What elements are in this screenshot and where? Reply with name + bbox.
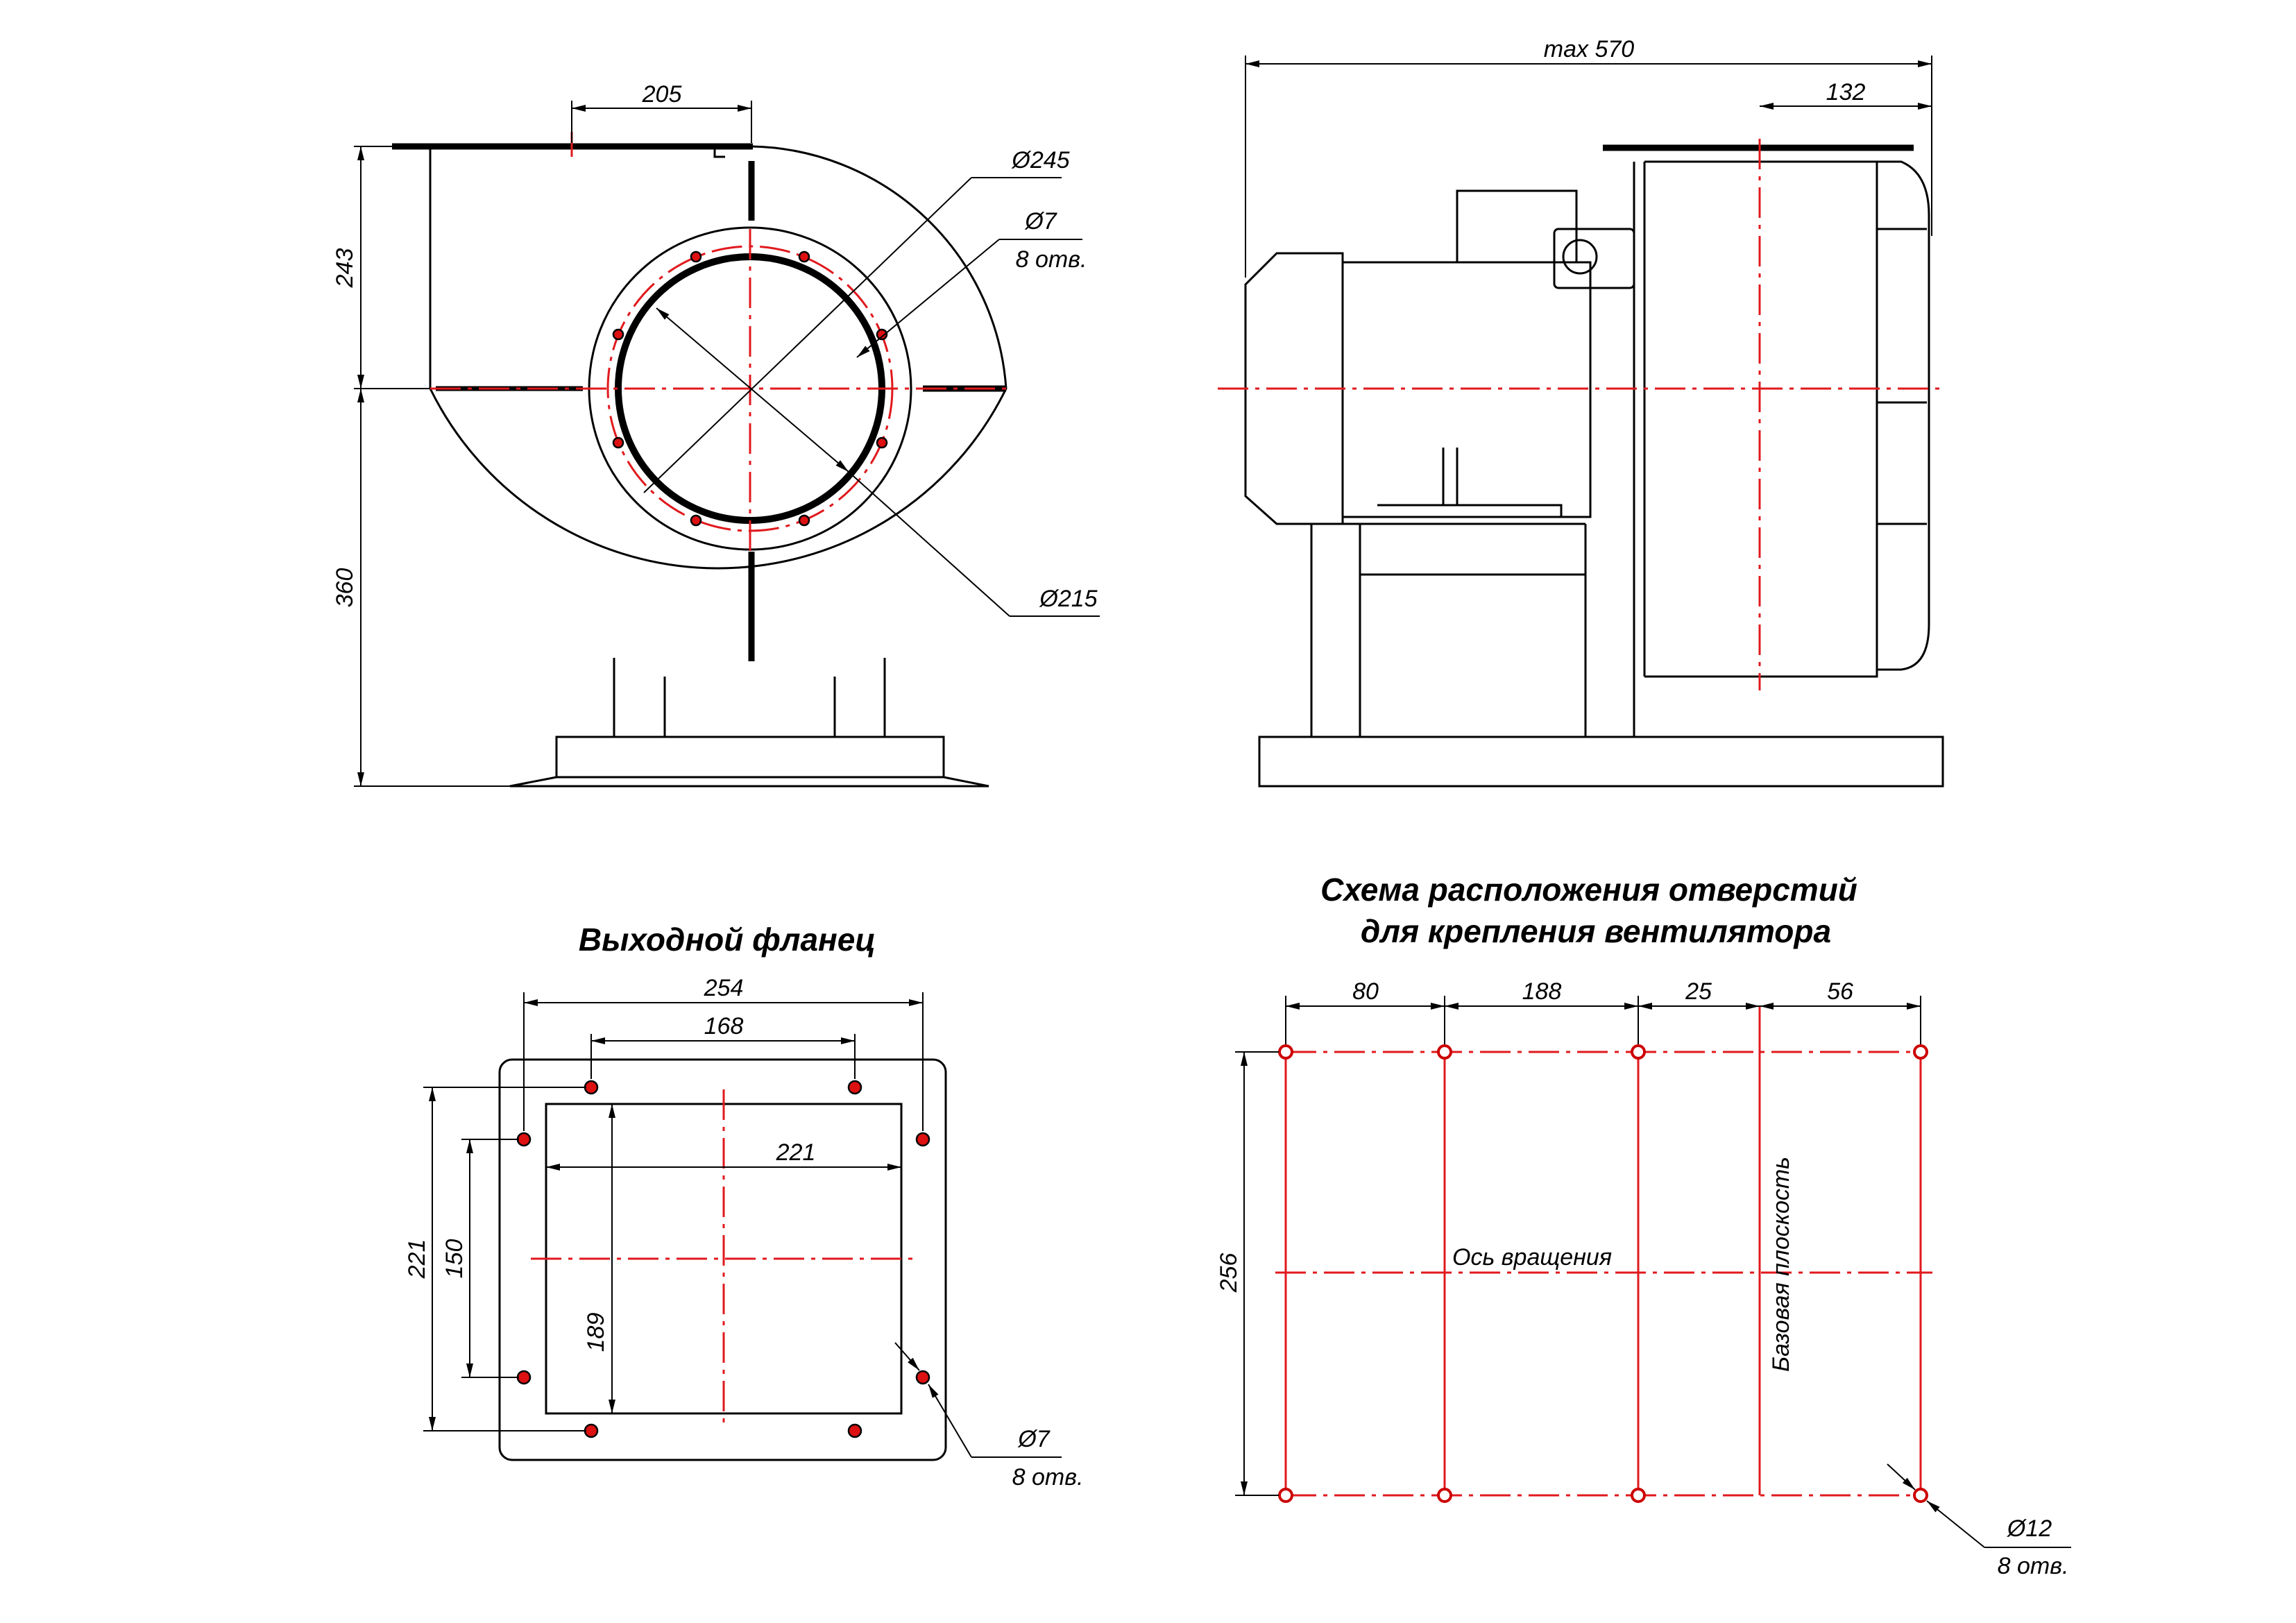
flange-hole (915, 1132, 930, 1147)
mount-hole (1278, 1488, 1293, 1503)
label-base-plane: Базовая плоскость (1768, 1157, 1794, 1372)
mount-hole (1278, 1044, 1293, 1060)
inlet-hole (798, 514, 810, 527)
outlet-flange-view: Выходной фланец 254 168 221 221 (404, 921, 1083, 1490)
flange-hole (584, 1423, 599, 1438)
flange-hole (915, 1370, 930, 1385)
dim-max570: max 570 (1544, 36, 1634, 62)
front-legs (613, 658, 886, 737)
dim-132: 132 (1826, 79, 1866, 105)
inlet-hole (690, 514, 702, 527)
side-frame (1310, 522, 1587, 737)
inlet-hole (876, 328, 888, 341)
scheme-title-line2: для крепления вентилятора (1361, 913, 1831, 949)
flange-dim-dia7: Ø7 (1017, 1426, 1050, 1452)
inlet-hole-group (612, 250, 888, 527)
dim-221-width: 221 (776, 1139, 816, 1166)
hole-leader (1887, 1463, 1916, 1490)
dim-dia215: Ø215 (1039, 586, 1097, 612)
inlet-hole (612, 436, 624, 449)
dim-dia245: Ø245 (1011, 147, 1069, 173)
mount-hole-group (1278, 1044, 1928, 1503)
dim-hole-count: 8 отв. (1016, 246, 1087, 273)
dim-seg-56: 56 (1827, 978, 1853, 1005)
side-base (1258, 736, 1944, 788)
dim-seg-80: 80 (1352, 978, 1379, 1005)
front-view: 205 243 360 Ø245 Ø7 8 отв. Ø215 (332, 81, 1100, 788)
side-inlet-ring (1877, 228, 1927, 525)
inlet-hole (876, 436, 888, 449)
mount-hole (1437, 1488, 1452, 1503)
dim-168: 168 (704, 1013, 744, 1039)
inlet-hole (612, 328, 624, 341)
dim-seg-25: 25 (1685, 978, 1712, 1005)
dim-189: 189 (583, 1313, 609, 1352)
mounting-scheme: Схема расположения отверстий для креплен… (1216, 872, 2071, 1579)
flange-outer (498, 1058, 947, 1461)
dim-221-height: 221 (404, 1239, 430, 1280)
dim-243: 243 (332, 248, 358, 289)
dia245-line (643, 177, 972, 493)
scheme-dim-hole-count: 8 отв. (1998, 1553, 2069, 1579)
mount-hole (1913, 1488, 1928, 1503)
gland (1553, 228, 1635, 289)
hole-leader (894, 1342, 920, 1371)
mount-hole (1437, 1044, 1452, 1060)
scheme-title-line1: Схема расположения отверстий (1320, 872, 1857, 908)
dim-seg-188: 188 (1522, 978, 1562, 1005)
motor-housing (1341, 261, 1592, 518)
dim-254: 254 (704, 975, 744, 1001)
gland-nut (1562, 239, 1598, 275)
side-inlet (1877, 160, 1930, 671)
inlet-hole (798, 250, 810, 263)
dim-360: 360 (332, 568, 358, 608)
mount-hole (1631, 1488, 1646, 1503)
dia215-leader (848, 471, 1010, 617)
flange-hole (847, 1423, 862, 1438)
terminal-box (1456, 189, 1578, 262)
side-view: max 570 132 (1218, 36, 1944, 788)
hole-leader (928, 1384, 972, 1458)
side-housing (1633, 160, 1878, 737)
flange-hole (584, 1080, 599, 1095)
mount-hole (1631, 1044, 1646, 1060)
flange-hole (847, 1080, 862, 1095)
front-base (509, 736, 989, 788)
flange-hole-group (516, 1080, 930, 1438)
outlet-tab (713, 146, 725, 158)
dim-150: 150 (441, 1239, 468, 1279)
flange-hole (516, 1132, 532, 1147)
dim-205: 205 (642, 81, 682, 108)
hole7-leader (856, 239, 1000, 358)
dim-256: 256 (1216, 1253, 1242, 1293)
inlet-hole (690, 250, 702, 263)
housing-outline (396, 145, 1007, 570)
outlet-flange-title: Выходной фланец (579, 921, 876, 958)
dia215-line (656, 307, 849, 473)
hole-leader (1926, 1500, 1985, 1548)
flange-hole (516, 1370, 532, 1385)
label-rotation-axis: Ось вращения (1452, 1244, 1612, 1271)
flange-dim-hole-count: 8 отв. (1012, 1464, 1084, 1490)
mount-hole (1913, 1044, 1928, 1060)
dim-dia7: Ø7 (1024, 208, 1057, 235)
scheme-dim-dia12: Ø12 (2007, 1515, 2052, 1542)
motor-foot (1377, 448, 1563, 518)
